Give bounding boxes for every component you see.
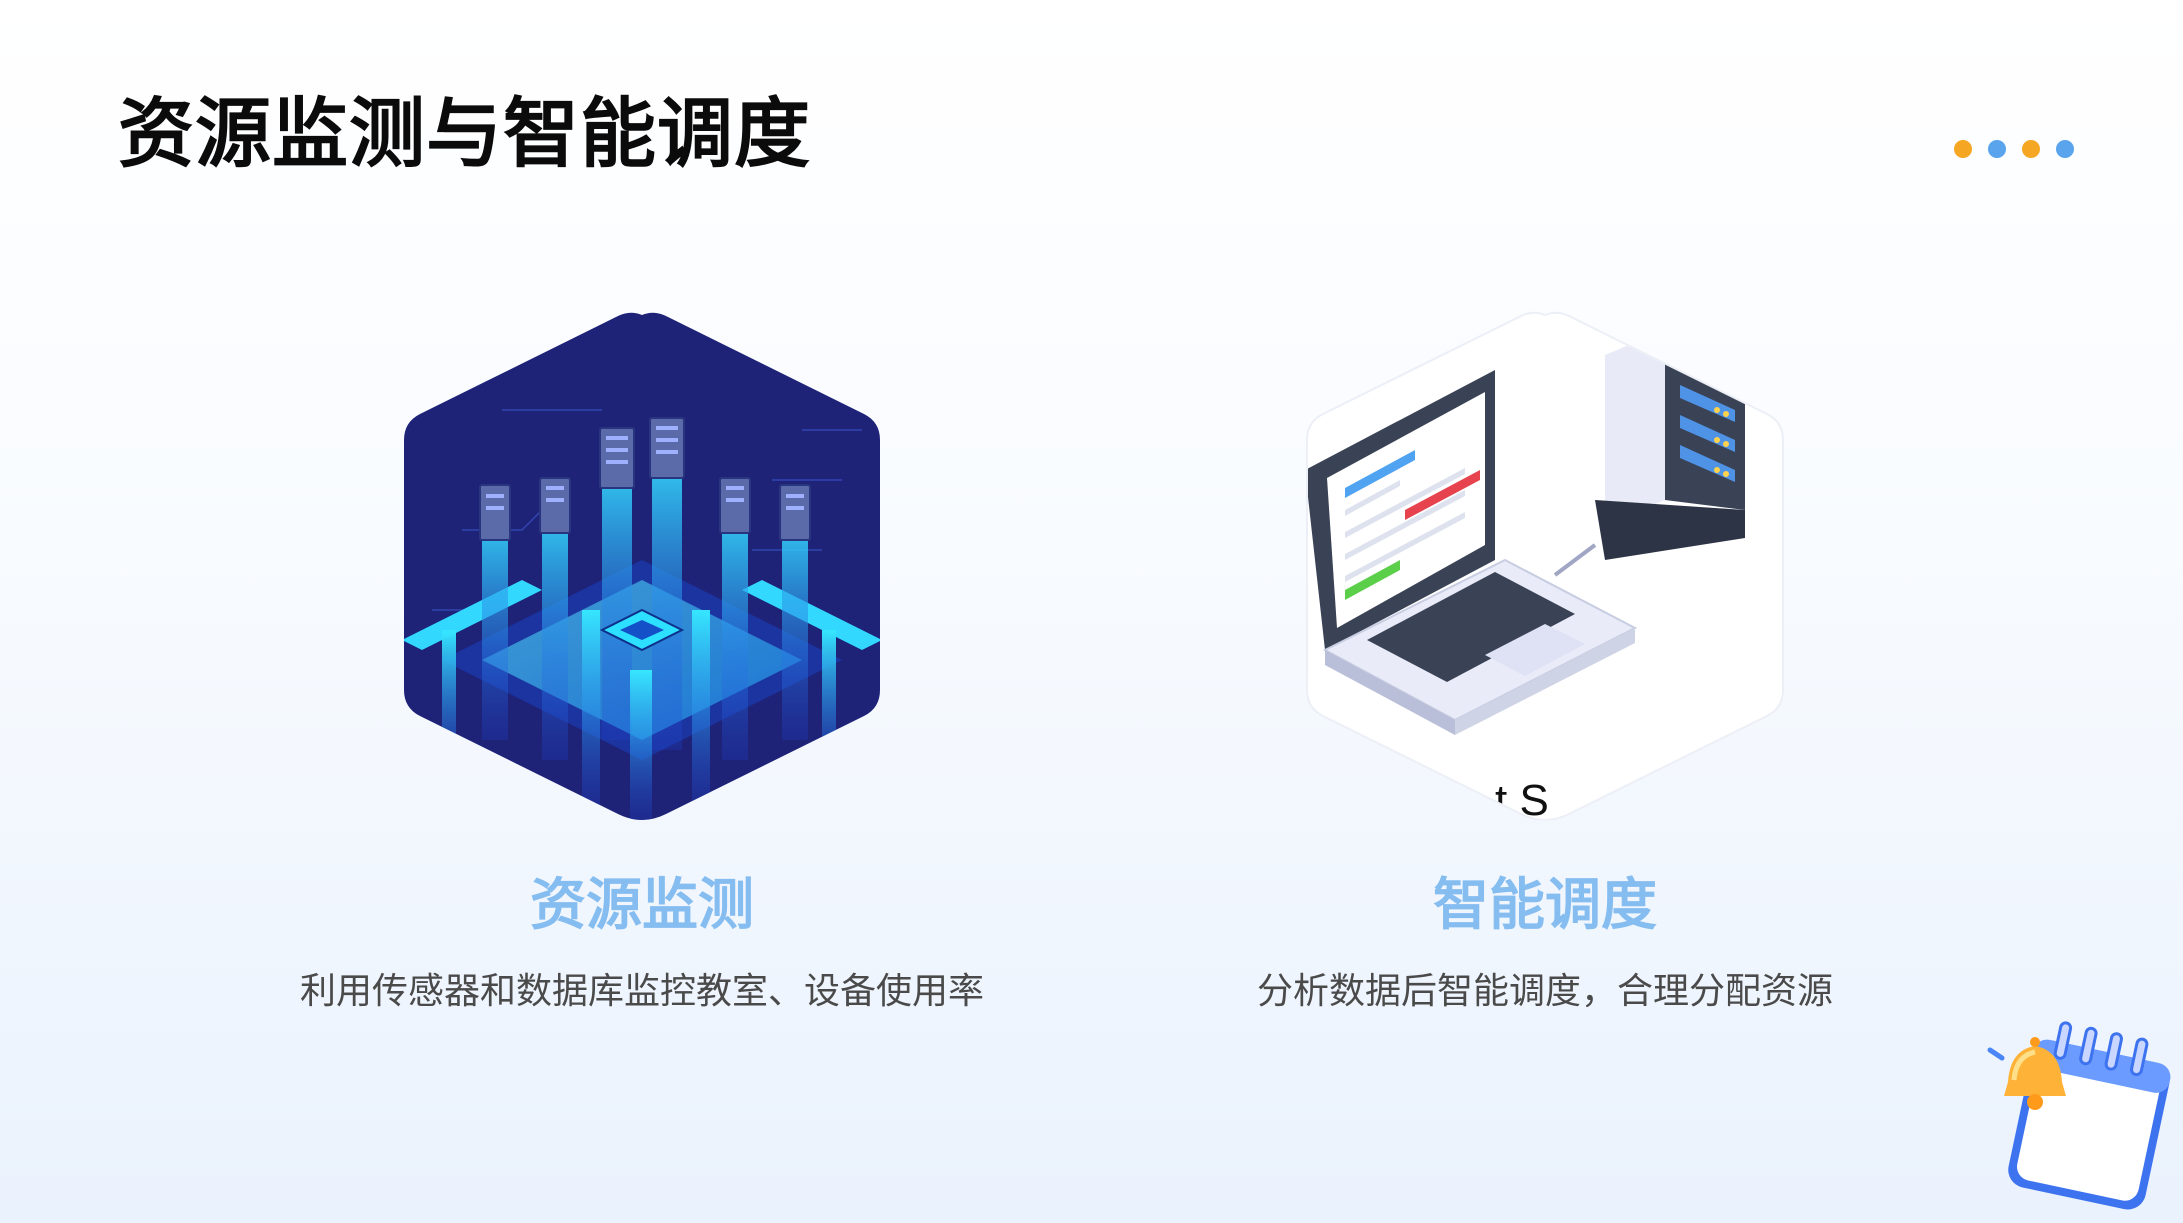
card-description-resource-monitoring: 利用传感器和数据库监控教室、设备使用率 (299, 971, 984, 1012)
dot-icon (1954, 140, 1972, 158)
laptop-server-illustration: t S (1305, 310, 1785, 820)
bell-calendar-icon (1980, 1010, 2180, 1215)
dot-icon (2056, 140, 2074, 158)
card-description-smart-scheduling: 分析数据后智能调度，合理分配资源 (1256, 971, 1833, 1012)
card-title-smart-scheduling: 智能调度 (1433, 873, 1657, 938)
dot-icon (1988, 140, 2006, 158)
server-city-illustration (402, 310, 882, 820)
decorative-dots (1954, 140, 2074, 158)
page-title: 资源监测与智能调度 (118, 89, 811, 178)
dot-icon (2022, 140, 2040, 158)
card-title-resource-monitoring: 资源监测 (530, 873, 754, 938)
